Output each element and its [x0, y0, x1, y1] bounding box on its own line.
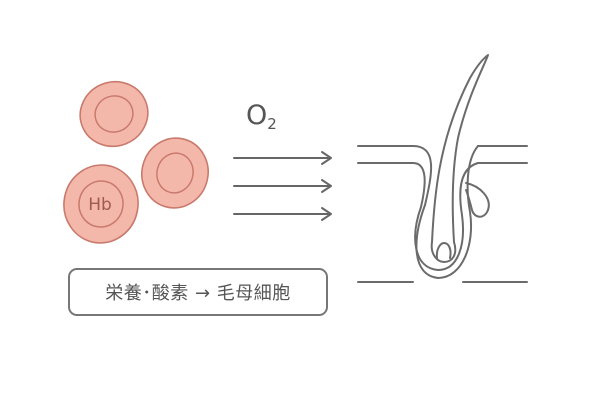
hair-shaft [431, 54, 489, 243]
arrow-icon [233, 207, 332, 221]
red-blood-cell-top-center [94, 95, 134, 133]
hemoglobin-label: Hb [88, 195, 112, 215]
red-blood-cell-hb: Hb [63, 164, 139, 244]
red-blood-cell-right-center [156, 152, 194, 194]
hair-bulb [430, 241, 457, 263]
dermal-papilla [435, 242, 452, 259]
flow-arrows [233, 151, 332, 221]
red-blood-cell-right-body [141, 137, 209, 209]
sebaceous-gland [465, 182, 490, 218]
oxygen-subscript: 2 [267, 115, 277, 133]
red-blood-cell-right [141, 137, 209, 209]
arrow-icon [233, 179, 332, 193]
oxygen-symbol: O [246, 100, 267, 131]
follicle-outer-sheath [412, 145, 479, 279]
red-blood-cell-top [79, 80, 149, 148]
red-blood-cell-hb-center [78, 180, 124, 228]
oxygen-label: O2 [246, 100, 277, 133]
arrow-icon [233, 151, 332, 165]
red-blood-cell-top-body [79, 80, 149, 148]
hair-follicle-icon [357, 54, 528, 283]
caption-text: 栄養･酸素 → 毛母細胞 [105, 283, 291, 304]
caption-box: 栄養･酸素 → 毛母細胞 [68, 268, 328, 316]
follicle-inner-sheath [412, 162, 479, 271]
red-blood-cell-hb-body [63, 164, 139, 244]
